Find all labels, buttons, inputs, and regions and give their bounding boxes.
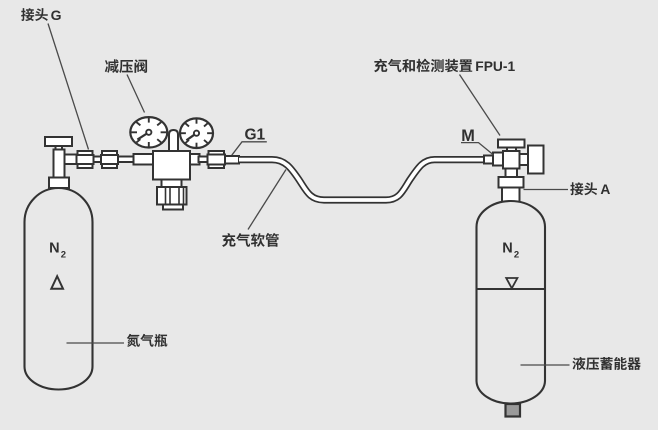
svg-text:N: N [49, 240, 59, 256]
svg-text:N: N [502, 240, 512, 256]
svg-text:2: 2 [514, 249, 519, 260]
svg-text:G: G [51, 7, 62, 23]
svg-text:FPU-1: FPU-1 [475, 59, 515, 74]
svg-text:M: M [461, 127, 475, 145]
svg-text:G1: G1 [245, 126, 266, 143]
svg-text:2: 2 [61, 250, 66, 261]
svg-text:A: A [600, 182, 610, 197]
